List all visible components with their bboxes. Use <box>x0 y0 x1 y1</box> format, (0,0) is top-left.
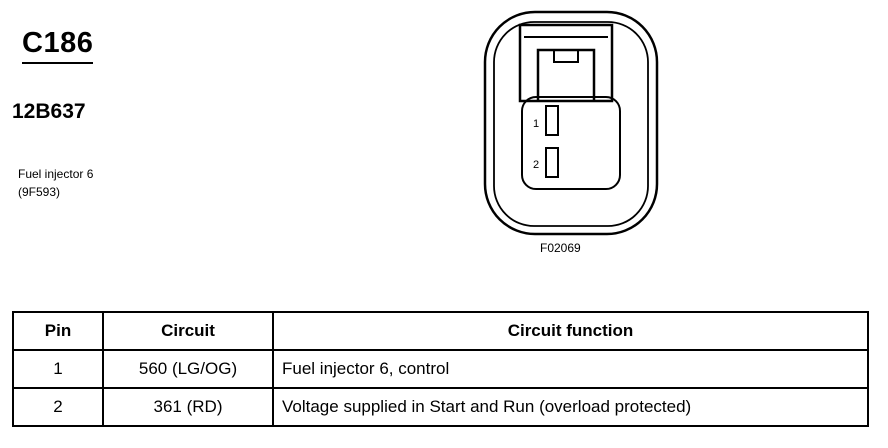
connector-face-diagram: 1 2 <box>483 10 659 236</box>
pin-1-cavity <box>545 105 559 136</box>
cell-circuit-function: Fuel injector 6, control <box>272 349 869 389</box>
connector-outer-housing <box>483 10 659 236</box>
latch-notch <box>553 50 579 63</box>
header-pin: Pin <box>12 311 104 351</box>
part-number: 12B637 <box>12 100 86 123</box>
cell-circuit: 560 (LG/OG) <box>102 349 274 389</box>
figure-label: F02069 <box>540 241 581 255</box>
component-name: Fuel injector 6 <box>18 167 94 181</box>
locking-tab-frame <box>518 23 614 103</box>
pin-2-cavity <box>545 147 559 178</box>
connector-inner-housing <box>493 21 649 227</box>
header-circuit-function: Circuit function <box>272 311 869 351</box>
pinout-table: Pin Circuit Circuit function 1 560 (LG/O… <box>12 311 869 427</box>
header-circuit: Circuit <box>102 311 274 351</box>
pin-1-label: 1 <box>533 118 539 130</box>
terminal-body <box>521 96 621 190</box>
pin-2-label: 2 <box>533 159 539 171</box>
cell-circuit: 361 (RD) <box>102 387 274 427</box>
connector-id: C186 <box>22 26 94 64</box>
component-code: (9F593) <box>18 185 61 199</box>
cell-circuit-function: Voltage supplied in Start and Run (overl… <box>272 387 869 427</box>
cell-pin: 2 <box>12 387 104 427</box>
latch-icon <box>536 48 596 101</box>
table-header-row: Pin Circuit Circuit function <box>12 311 869 351</box>
table-row: 1 560 (LG/OG) Fuel injector 6, control <box>12 349 869 389</box>
cell-pin: 1 <box>12 349 104 389</box>
table-row: 2 361 (RD) Voltage supplied in Start and… <box>12 387 869 427</box>
